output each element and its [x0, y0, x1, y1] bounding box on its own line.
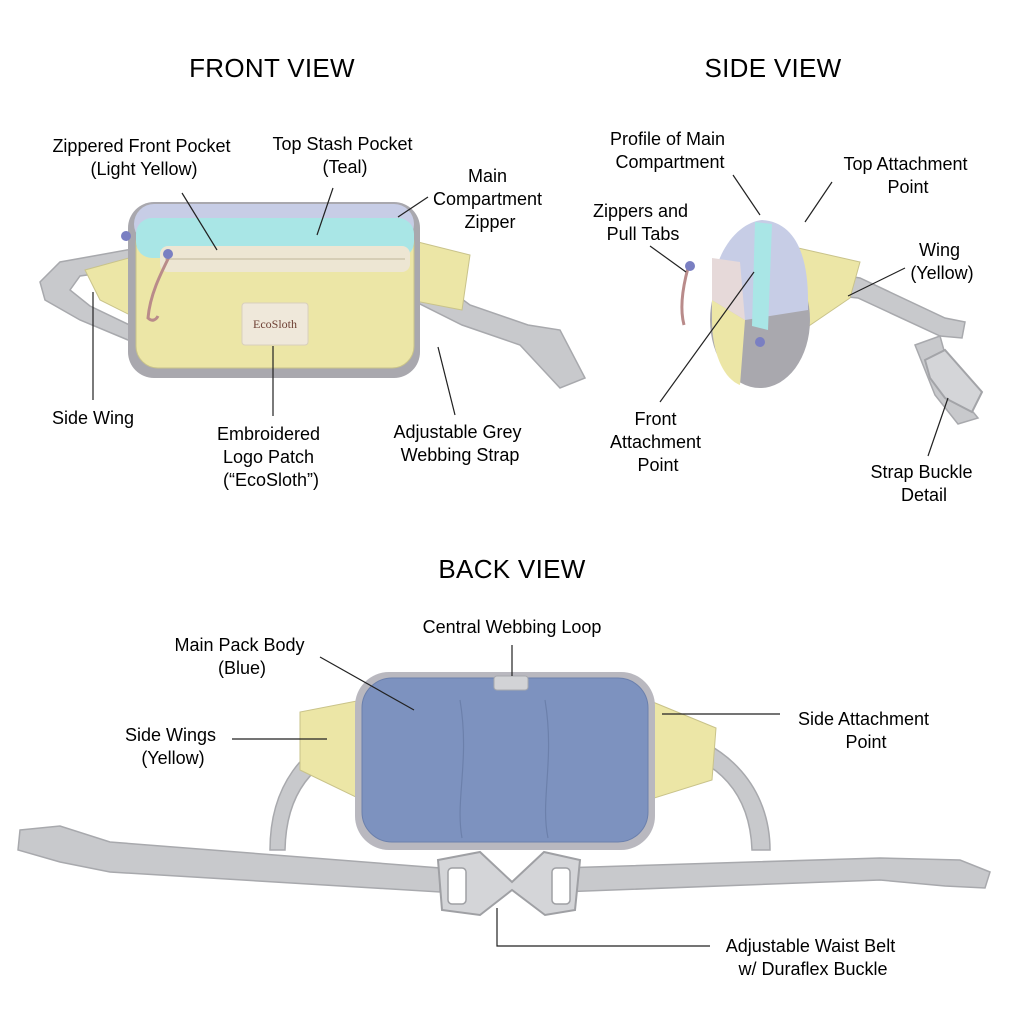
back-wing-right — [647, 699, 717, 801]
back-body-blue — [361, 677, 649, 843]
back-buckle-slot-right — [551, 867, 571, 905]
label-side-wings: Side Wings (Yellow) — [125, 725, 221, 768]
label-wing-yellow: Wing (Yellow) — [910, 240, 973, 283]
label-embroidered-logo-patch: Embroidered Logo Patch (“EcoSloth”) — [217, 424, 325, 490]
back-belt-right — [559, 857, 991, 893]
label-top-stash-pocket: Top Stash Pocket (Teal) — [272, 134, 417, 177]
label-zippers-pull-tabs: Zippers and Pull Tabs — [593, 201, 693, 244]
front-view-bag: EcoSloth — [39, 202, 587, 389]
leader-adjustable-strap — [437, 346, 456, 416]
leader-zippers-pull-tabs — [649, 245, 687, 273]
back-buckle — [436, 850, 582, 917]
label-strap-buckle-detail: Strap Buckle Detail — [870, 462, 977, 505]
back-view-bag — [17, 672, 991, 917]
front-side-pull-tab — [121, 231, 131, 241]
side-zipper-tab — [685, 261, 695, 271]
leader-main-pack-body — [319, 656, 415, 711]
side-buckle — [923, 348, 984, 414]
side-body-pink — [712, 258, 745, 320]
side-body-yellow — [712, 300, 745, 385]
back-body-quilting — [459, 699, 550, 839]
label-adjustable-grey-webbing-strap: Adjustable Grey Webbing Strap — [393, 422, 526, 465]
side-zipper-pull — [680, 267, 690, 326]
logo-patch — [241, 302, 309, 346]
leader-strap-buckle — [927, 397, 949, 457]
front-view-title: FRONT VIEW — [189, 53, 355, 83]
front-right-strap — [411, 260, 587, 389]
back-wing-left — [299, 699, 363, 801]
label-side-attachment-point: Side Attachment Point — [798, 709, 934, 752]
leader-wing — [847, 267, 906, 297]
label-side-wing: Side Wing — [52, 408, 134, 428]
side-view-title: SIDE VIEW — [704, 53, 841, 83]
label-top-attachment-point: Top Attachment Point — [843, 154, 972, 197]
side-view-bag — [680, 220, 984, 425]
label-main-compartment-zipper: Main Compartment Zipper — [433, 166, 547, 232]
leader-top-stash-pocket — [316, 187, 334, 236]
label-adjustable-waist-belt: Adjustable Waist Belt w/ Duraflex Buckle — [726, 936, 900, 979]
label-zippered-front-pocket: Zippered Front Pocket (Light Yellow) — [52, 136, 235, 179]
label-main-pack-body: Main Pack Body (Blue) — [174, 635, 309, 678]
leader-profile-main — [732, 174, 761, 216]
label-profile-main-compartment: Profile of Main Compartment — [610, 129, 730, 172]
back-view-title: BACK VIEW — [438, 554, 585, 584]
leader-zippered-front-pocket — [181, 192, 218, 251]
leader-front-attachment — [659, 271, 755, 403]
front-zipper-pull-tab — [163, 249, 173, 259]
back-buckle-slot-left — [447, 867, 467, 905]
label-central-webbing-loop: Central Webbing Loop — [423, 617, 602, 637]
leader-top-attachment — [804, 181, 833, 223]
logo-patch-text: EcoSloth — [253, 317, 297, 331]
back-central-loop — [493, 675, 529, 691]
leader-main-compartment-zipper — [397, 196, 429, 218]
side-body-teal — [752, 222, 772, 330]
leader-waist-belt — [496, 908, 710, 947]
side-pull-tab-lower — [755, 337, 765, 347]
label-front-attachment-point: Front Attachment Point — [610, 409, 706, 475]
front-zipper-pull — [146, 254, 172, 322]
